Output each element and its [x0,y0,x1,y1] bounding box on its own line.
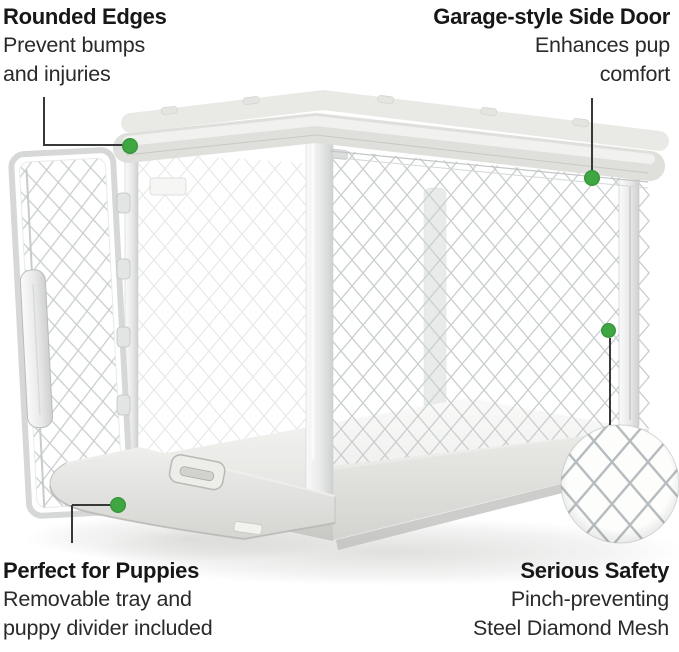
tray-handle [168,454,226,491]
mesh-zoom-inset [560,424,679,544]
callout-rounded-edges: Rounded Edges Prevent bumps and injuries [3,2,167,89]
back-right-post [618,167,640,433]
callout-line: and injuries [3,62,111,86]
door-hinges [116,192,131,416]
callout-line: Steel Diamond Mesh [473,616,669,640]
callout-side-door: Garage-style Side Door Enhances pup comf… [433,2,670,89]
top-rim-tabs [160,95,590,127]
connector-line-safety [609,338,611,425]
callout-line: comfort [599,62,670,86]
callout-line: Enhances pup [534,33,670,57]
connector-line-puppies-v [71,505,73,543]
tray-front-tab [233,521,263,535]
callout-title: Perfect for Puppies [3,558,200,583]
callout-title: Garage-style Side Door [433,4,670,29]
callout-title: Rounded Edges [3,4,167,29]
side-door-mesh-panel [320,147,649,466]
callout-line: Prevent bumps [3,33,146,57]
door-latch-handle [19,269,53,429]
callout-line: Removable tray and [3,587,192,611]
callout-puppies: Perfect for Puppies Removable tray and p… [3,556,213,643]
connector-line-puppies-h [72,504,112,506]
connector-line-rounded-edges-v [43,97,45,146]
removable-tray [49,446,336,541]
callout-safety: Serious Safety Pinch-preventing Steel Di… [473,556,669,643]
callout-dot-rounded-edges [122,138,138,154]
callout-dot-side-door [584,170,600,186]
connector-line-side-door [591,98,593,171]
callout-dot-safety [601,323,616,338]
crate-top-rim [113,90,669,189]
connector-line-rounded-edges-h [43,144,123,146]
callout-line: Pinch-preventing [510,587,669,611]
callout-line: puppy divider included [3,616,213,640]
callout-dot-puppies [110,497,126,513]
callout-title: Serious Safety [520,558,669,583]
open-front-door [8,147,134,519]
